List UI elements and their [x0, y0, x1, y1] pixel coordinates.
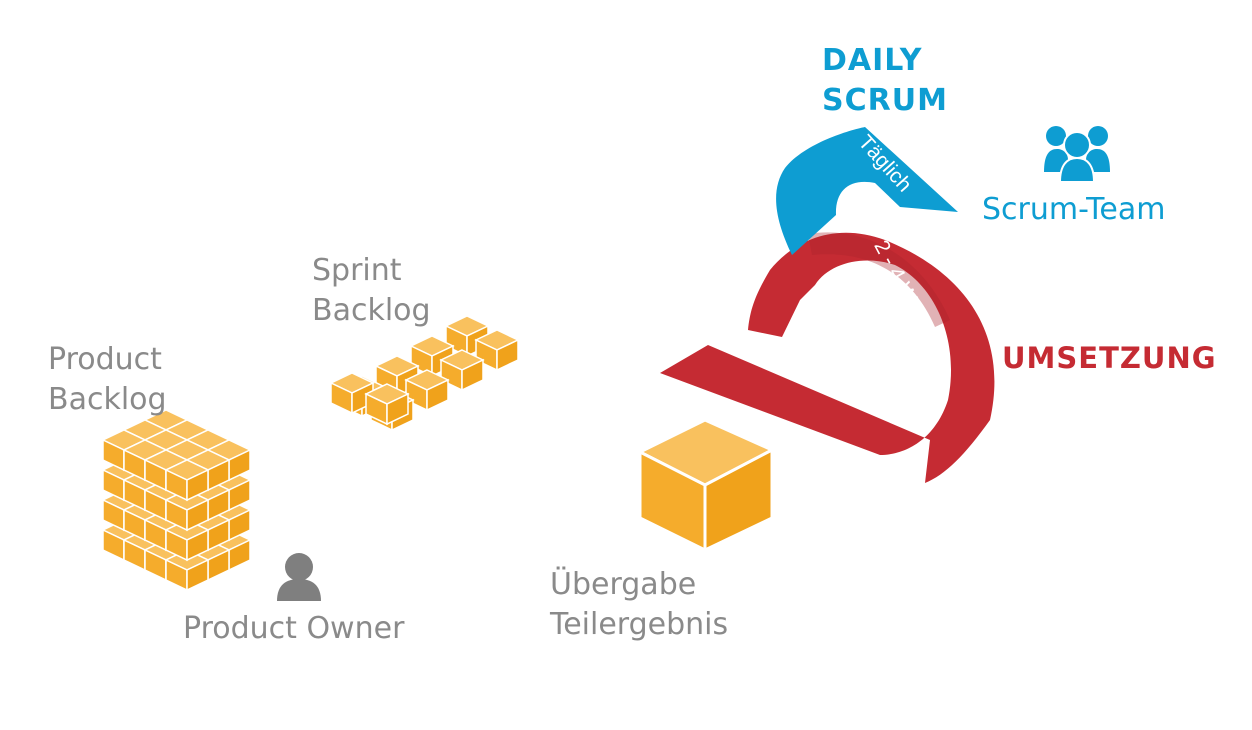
scrum-team-label: Scrum-Team [982, 192, 1166, 227]
box-icon [636, 418, 776, 553]
arrow-loop-icon [660, 232, 995, 483]
daily-arrow-icon [776, 127, 958, 255]
uebergabe-label: Übergabe Teilergebnis [550, 567, 729, 642]
daily-scrum-label: DAILY SCRUM [822, 43, 948, 118]
person-icon [277, 553, 321, 601]
umsetzung-label: UMSETZUNG [1002, 341, 1217, 375]
product-owner-label: Product Owner [183, 611, 405, 646]
product-backlog-stack [102, 409, 251, 591]
sprint-backlog-label: Sprint Backlog [312, 253, 431, 328]
product-backlog-label: Product Backlog [48, 342, 167, 417]
group-icon [1044, 126, 1110, 183]
sprint-backlog-stack [330, 315, 519, 431]
